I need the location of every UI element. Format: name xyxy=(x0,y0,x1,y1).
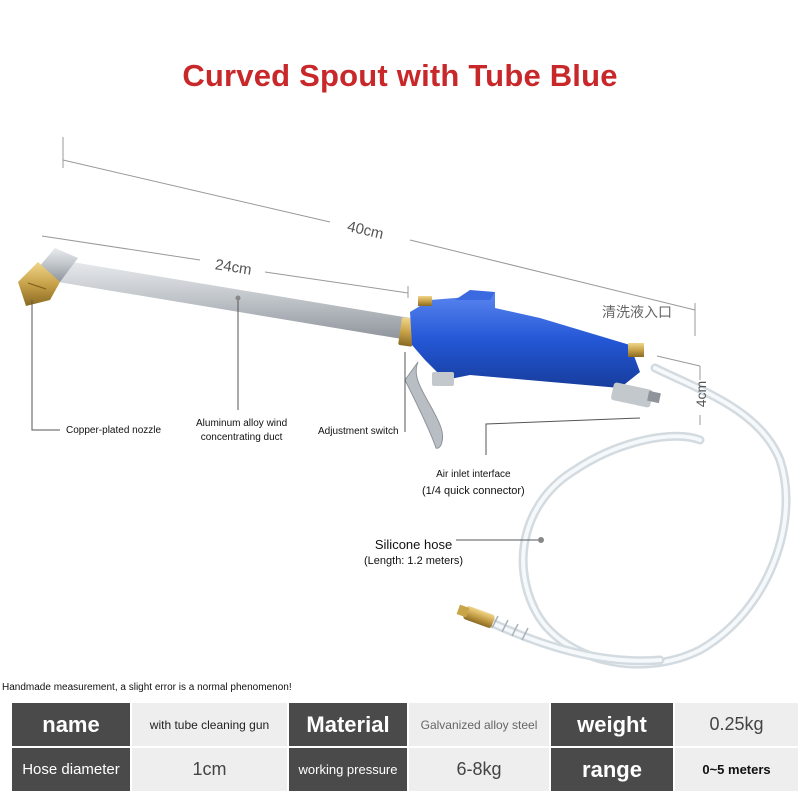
label-silicone-hose-line2: (Length: 1.2 meters) xyxy=(364,555,464,567)
product-illustration xyxy=(18,137,791,669)
leader-dots xyxy=(235,295,544,543)
specs-row: name with tube cleaning gun Material Gal… xyxy=(12,703,798,746)
spec-value-hose-diameter: 1cm xyxy=(132,748,287,791)
specs-row: Hose diameter 1cm working pressure 6-8kg… xyxy=(12,748,798,791)
spec-value-material: Galvanized alloy steel xyxy=(409,703,549,746)
copper-nozzle xyxy=(18,262,60,306)
label-aluminum-duct-line1: Aluminum alloy wind xyxy=(196,418,288,429)
dimension-4cm xyxy=(656,355,701,425)
label-aluminum-duct: Aluminum alloy wind concentrating duct xyxy=(196,417,287,445)
specs-table: name with tube cleaning gun Material Gal… xyxy=(10,701,800,793)
spec-value-range: 0~5 meters xyxy=(675,748,798,791)
dimension-4cm-label: 4cm xyxy=(693,380,710,408)
spec-key-working-pressure: working pressure xyxy=(289,748,407,791)
label-air-inlet: Air inlet interface (1/4 quick connector… xyxy=(422,466,525,500)
label-copper-nozzle: Copper-plated nozzle xyxy=(66,425,162,436)
label-adjustment-switch: Adjustment switch xyxy=(318,426,399,437)
spec-key-material: Material xyxy=(289,703,407,746)
dimension-40cm xyxy=(62,137,696,336)
label-cleaning-inlet: 清洗液入口 xyxy=(602,304,672,320)
spec-key-hose-diameter: Hose diameter xyxy=(12,748,130,791)
dimension-24cm xyxy=(41,235,409,298)
label-air-inlet-line2: (1/4 quick connector) xyxy=(422,485,525,497)
spec-value-name: with tube cleaning gun xyxy=(132,703,287,746)
spec-key-name: name xyxy=(12,703,130,746)
spec-value-weight: 0.25kg xyxy=(675,703,798,746)
silicone-hose xyxy=(485,363,791,669)
label-silicone-hose: Silicone hose (Length: 1.2 meters) xyxy=(364,537,463,569)
measurement-note: Handmade measurement, a slight error is … xyxy=(2,682,292,693)
spec-value-working-pressure: 6-8kg xyxy=(409,748,549,791)
label-silicone-hose-line1: Silicone hose xyxy=(374,537,453,552)
spec-key-range: range xyxy=(551,748,673,791)
hose-end-connector xyxy=(456,604,495,628)
label-aluminum-duct-line2: concentrating duct xyxy=(200,432,283,443)
spec-key-weight: weight xyxy=(551,703,673,746)
gun-body xyxy=(398,290,661,408)
label-air-inlet-line1: Air inlet interface xyxy=(436,469,511,480)
page-title: Curved Spout with Tube Blue xyxy=(182,58,618,93)
leader-lines xyxy=(31,298,641,541)
adjustment-switch xyxy=(404,361,454,449)
